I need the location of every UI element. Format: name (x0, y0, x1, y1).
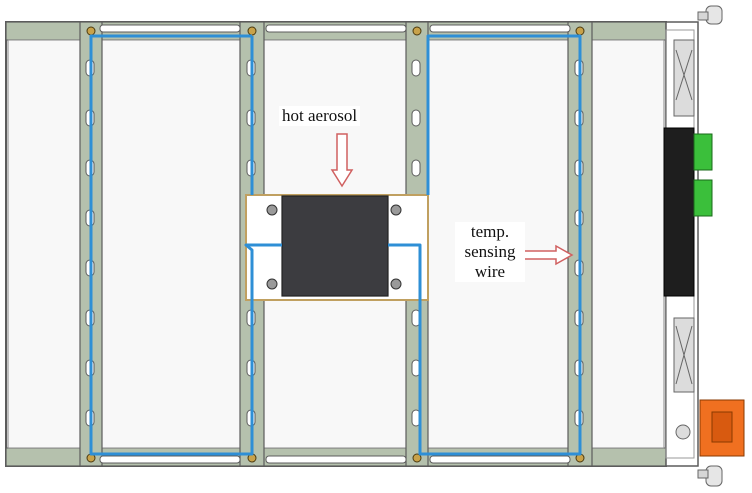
fan-bottom (673, 317, 695, 393)
connector-block (663, 127, 695, 297)
panel-knob-bottom (697, 465, 723, 487)
wire-label-line-3: wire (474, 262, 506, 281)
panel-latch (675, 424, 691, 440)
panel-5 (591, 39, 665, 449)
panel-2 (101, 39, 241, 449)
fan-top (673, 39, 695, 117)
temp-sensing-wire-label: temp. sensing wire (455, 222, 525, 282)
aerosol-mount-screws (266, 204, 402, 290)
wire-label-line-2: sensing (464, 242, 516, 261)
hot-aerosol-label: hot aerosol (279, 106, 361, 126)
rail-tabs (99, 24, 571, 464)
green-connectors (693, 133, 713, 217)
aerosol-arrow (330, 133, 354, 188)
temp-sensing-wire-right-loop (388, 34, 582, 456)
temp-sensing-wire-left-loop (89, 34, 282, 456)
hot-aerosol-block (281, 195, 389, 297)
panel-knob-top (697, 5, 723, 25)
panel-3-bottom (263, 299, 407, 449)
wire-label-line-1: temp. (470, 222, 510, 241)
panel-1 (7, 39, 81, 449)
orange-handle (699, 399, 745, 457)
wire-arrow (523, 244, 574, 266)
